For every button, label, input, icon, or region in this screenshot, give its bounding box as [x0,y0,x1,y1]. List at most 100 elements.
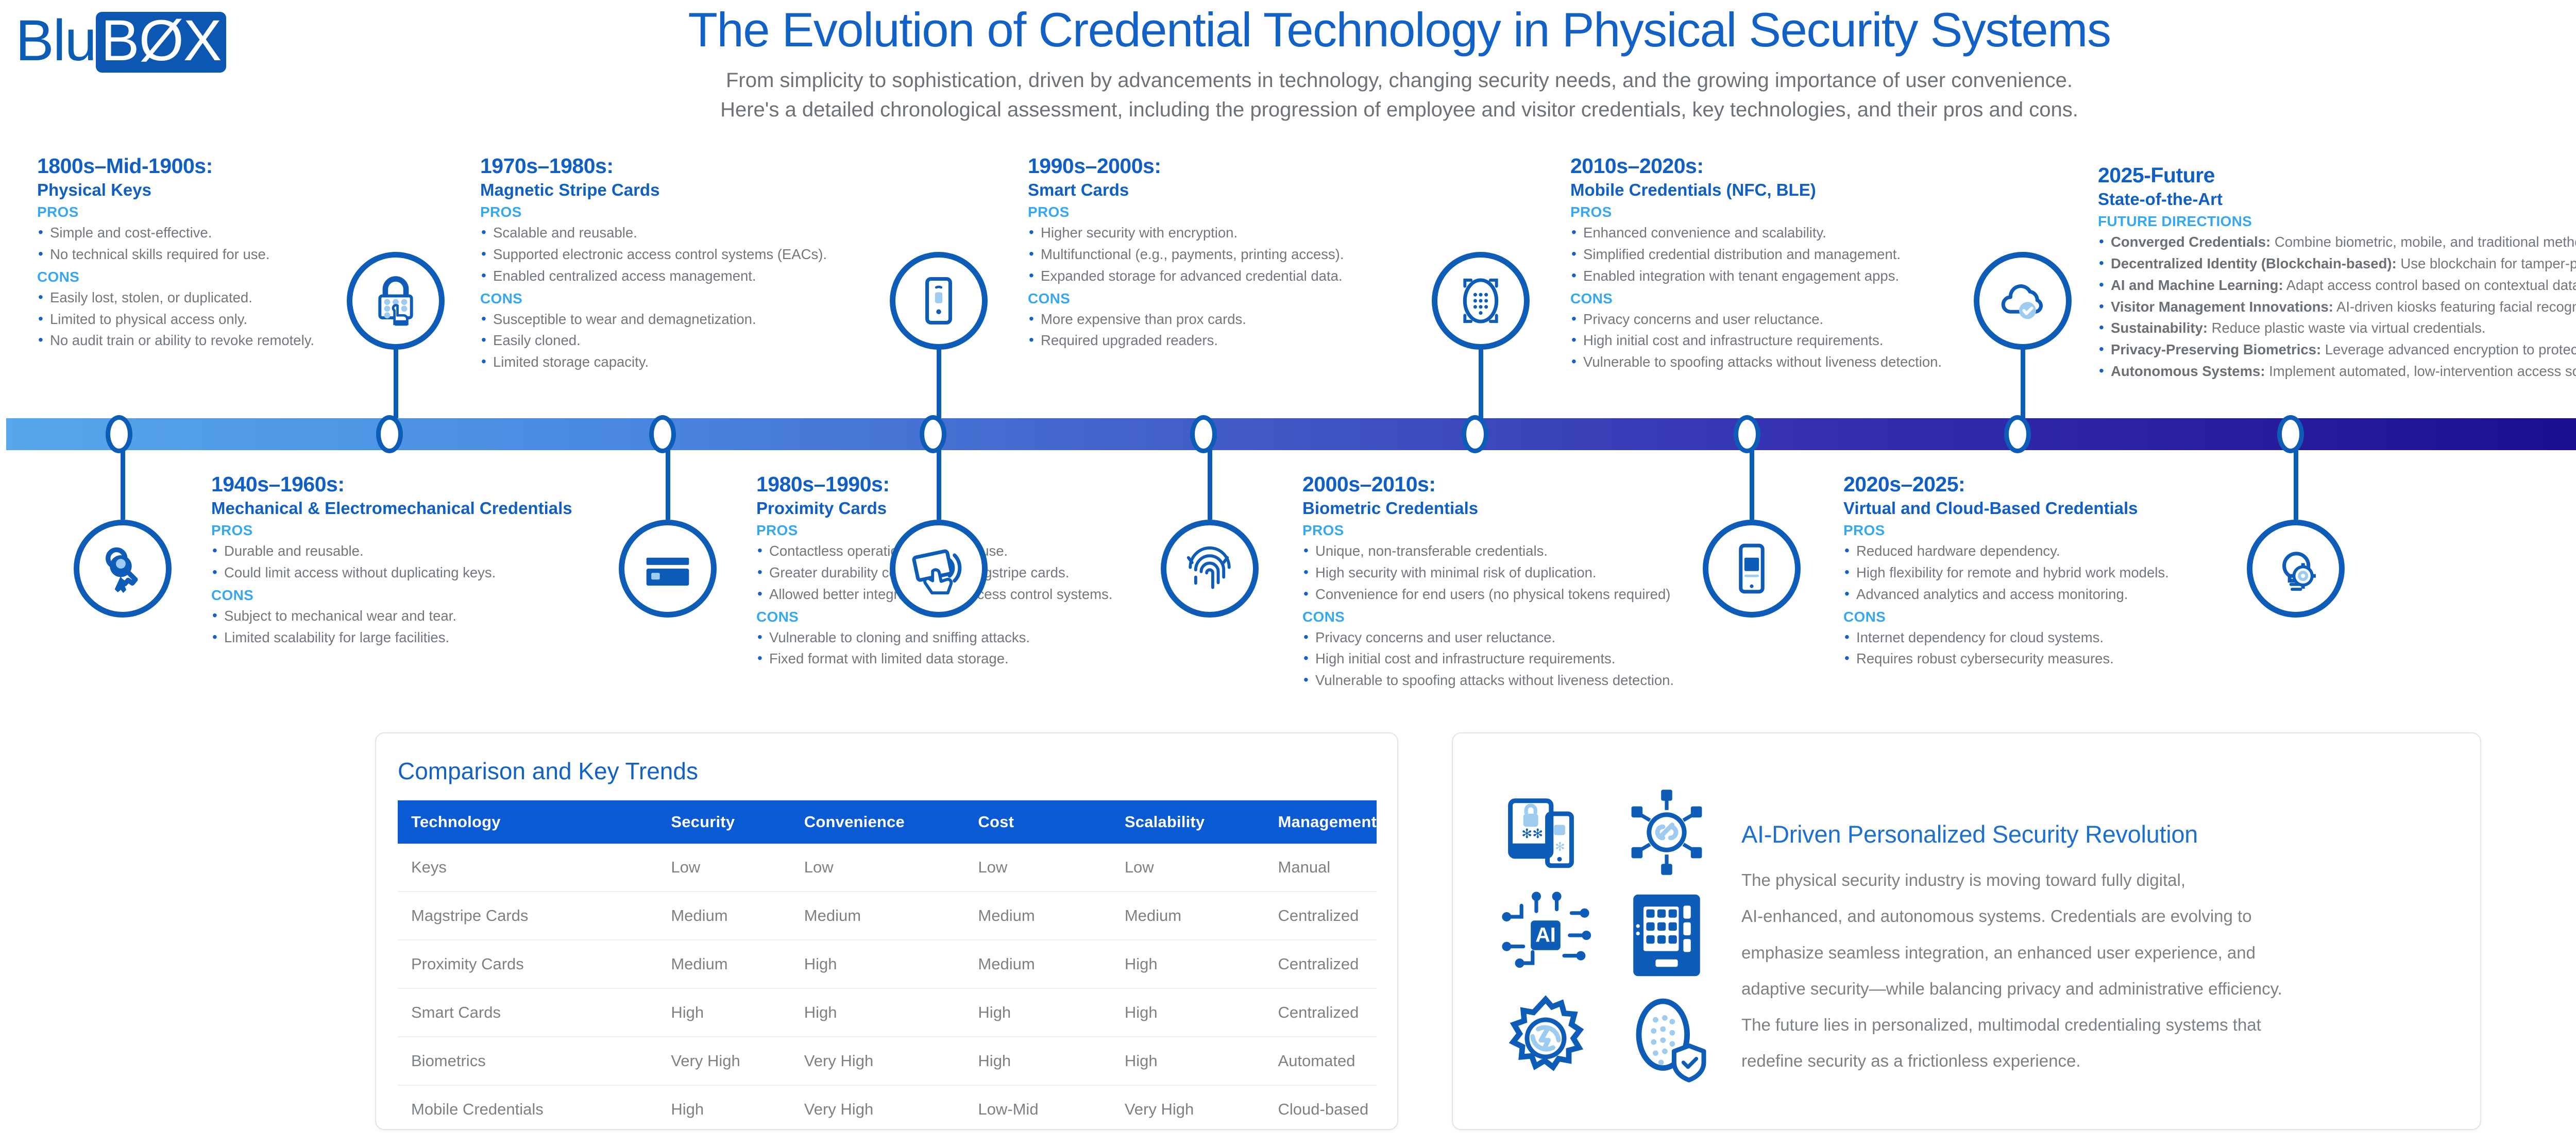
table-cell: Cloud-based [1278,1100,1369,1118]
list-item: Enabled centralized access management. [480,265,841,287]
table-column-header: Technology [398,800,660,844]
list-item: Internet dependency for cloud systems. [1843,626,2235,648]
table-cell: Centralized [1266,988,1377,1037]
pros-list: Durable and reusable.Could limit access … [211,540,582,584]
timeline-node-7 [1734,415,1760,453]
future-directions-list: Converged Credentials: Combine biometric… [2098,231,2576,382]
ai-panel-heading: AI-Driven Personalized Security Revoluti… [1741,820,2198,848]
timeline-connector [937,448,941,520]
logo-text-box: BØX [95,12,227,73]
cons-list: Susceptible to wear and demagnetization.… [480,308,841,373]
svg-text:✻✻: ✻✻ [1521,827,1543,842]
timeline-connector [666,448,670,520]
list-item: Converged Credentials: Combine biometric… [2098,231,2576,253]
list-item: Susceptible to wear and demagnetization. [480,308,841,330]
era-years: 2000s–2010s: [1302,472,1436,496]
table-cell: Mobile Credentials [411,1100,544,1118]
cons-list: Vulnerable to cloning and sniffing attac… [756,626,1148,670]
list-item: Convenience for end users (no physical t… [1302,583,1704,605]
table-cell: Automated [1266,1037,1377,1086]
padlock-keypad-icon [347,252,445,350]
ai-revolution-card: ✻✻✻ AI AI-Driven Personalized Security Re… [1452,732,2481,1130]
table-cell: Medium [659,940,793,989]
list-item: Simplified credential distribution and m… [1570,243,1977,265]
list-item: Autonomous Systems: Implement automated,… [2098,360,2576,382]
timeline-node-2 [376,415,403,453]
list-item: Required upgraded readers. [1028,329,1388,351]
list-item: Privacy concerns and user reluctance. [1302,626,1704,648]
cons-list: More expensive than prox cards.Required … [1028,308,1388,352]
list-item: More expensive than prox cards. [1028,308,1388,330]
table-cell: Very High [659,1037,793,1086]
era-years: 2025-Future [2098,163,2215,187]
cons-label: CONS [1570,290,1613,306]
timeline-connector [937,348,941,418]
cons-label: CONS [1302,608,1345,625]
table-cell: Low [967,844,1113,892]
era-name: Proximity Cards [756,498,887,518]
list-item: Decentralized Identity (Blockchain-based… [2098,252,2576,275]
svg-text:AI: AI [1535,924,1556,947]
list-item: No audit train or ability to revoke remo… [37,329,326,351]
table-cell: Very High [792,1037,967,1086]
table-cell: Centralized [1266,892,1377,940]
brand-logo: BluBØX [15,7,252,79]
list-item: AI and Machine Learning: Adapt access co… [2098,274,2576,296]
pros-list: Simple and cost-effective.No technical s… [37,221,326,265]
timeline-bar [6,418,2576,450]
era-block-virtual-cloud-credentials: 2020s–2025:Virtual and Cloud-Based Crede… [1843,472,2235,670]
cons-label: CONS [480,290,523,306]
cons-label: CONS [1028,290,1071,306]
era-name: Smart Cards [1028,180,1129,199]
list-item: Enhanced convenience and scalability. [1570,221,1977,244]
table-cell: High [792,940,967,989]
table-cell: High [967,988,1113,1037]
cons-list: Internet dependency for cloud systems.Re… [1843,626,2235,670]
table-cell: Medium [967,892,1113,940]
mobile-lock-icon: ✻✻✻ [1485,781,1606,884]
list-item: Simple and cost-effective. [37,221,326,244]
timeline-node-5 [1190,415,1217,453]
list-item: Limited scalability for large facilities… [211,626,582,648]
era-name: Mobile Credentials (NFC, BLE) [1570,180,1816,199]
table-cell: Medium [1113,892,1267,940]
list-item: Enabled integration with tenant engageme… [1570,265,1977,287]
timeline-node-1 [106,415,132,453]
list-item: Vulnerable to spoofing attacks without l… [1570,351,1977,373]
list-item: High flexibility for remote and hybrid w… [1843,561,2235,584]
timeline-connector [2294,448,2298,520]
era-name: Physical Keys [37,180,151,199]
timeline-connector [1208,448,1212,520]
pros-label: PROS [1302,522,1344,539]
pros-list: Higher security with encryption.Multifun… [1028,221,1388,286]
lightbulb-gear-icon [2247,520,2345,618]
era-name: Virtual and Cloud-Based Credentials [1843,498,2138,518]
era-years: 1980s–1990s: [756,472,890,496]
contactless-card-icon [890,520,988,618]
table-column-header: Convenience [792,800,967,844]
list-item: Privacy-Preserving Biometrics: Leverage … [2098,338,2576,361]
pros-label: PROS [756,522,798,539]
gear-power-icon [1485,987,1606,1090]
page-subtitle: From simplicity to sophistication, drive… [0,66,2576,125]
ai-panel-paragraph: The physical security industry is moving… [1741,862,2463,1080]
list-item: Multifunctional (e.g., payments, printin… [1028,243,1388,265]
era-name: State-of-the-Art [2098,189,2223,209]
era-years: 1990s–2000s: [1028,154,1161,178]
list-item: Reduced hardware dependency. [1843,540,2235,562]
timeline-node-4 [920,415,946,453]
subtitle-line-2: Here's a detailed chronological assessme… [720,98,2078,121]
table-column-header: Scalability [1113,800,1267,844]
list-item: Supported electronic access control syst… [480,243,841,265]
list-item: No technical skills required for use. [37,243,326,265]
era-years: 2010s–2020s: [1570,154,1704,178]
cons-list: Subject to mechanical wear and tear.Limi… [211,605,582,648]
table-cell: Low [792,844,967,892]
pros-label: PROS [480,204,522,220]
fingerprint-scan-icon [1161,520,1259,618]
list-item: Scalable and reusable. [480,221,841,244]
